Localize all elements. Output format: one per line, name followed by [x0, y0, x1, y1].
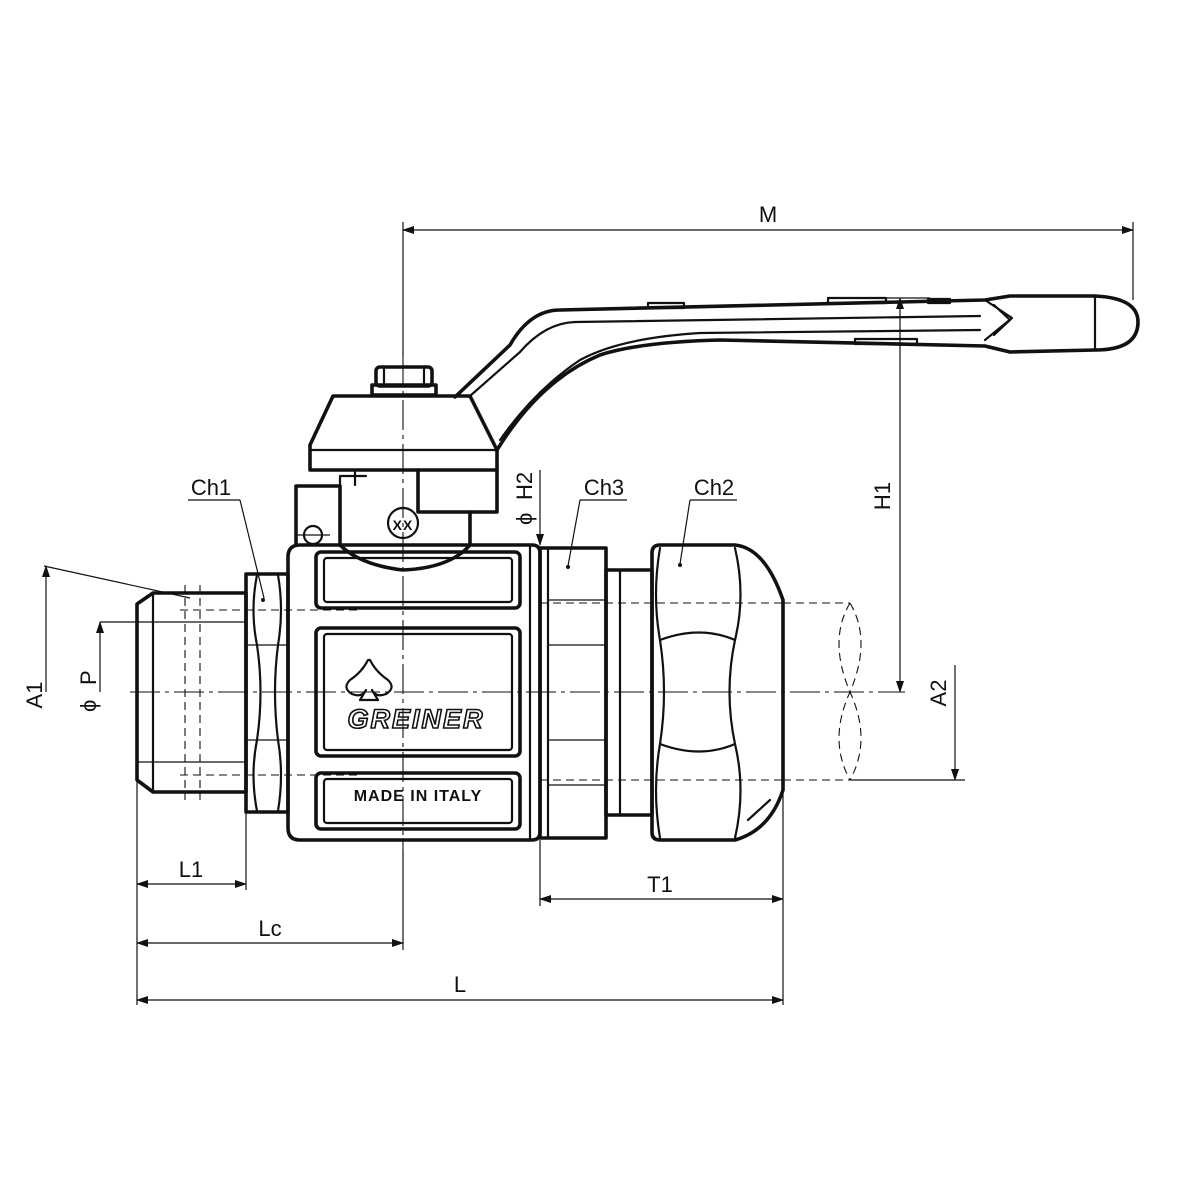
- dimension-m: M: [402, 202, 1134, 356]
- dimension-a2: A2: [850, 665, 965, 781]
- union-nut-ch2: [650, 543, 785, 842]
- label-l: L: [454, 972, 466, 997]
- dimension-lc: Lc: [136, 850, 404, 950]
- leader-ch3: Ch3: [567, 475, 627, 567]
- label-ch2: Ch2: [694, 475, 734, 500]
- dimension-h1: H1: [870, 297, 930, 693]
- valve-body: GREINER MADE IN ITALY: [286, 543, 542, 842]
- label-diameter-p-symbol: ϕ: [76, 700, 101, 712]
- stamp-text: XX: [393, 517, 414, 533]
- dimension-a1: A1: [22, 565, 191, 709]
- brand-name: GREINER: [347, 704, 484, 734]
- label-lc: Lc: [258, 916, 281, 941]
- bonnet: XX: [294, 474, 472, 572]
- label-p: P: [76, 670, 101, 685]
- label-h2: H2: [512, 472, 537, 500]
- spade-logo-icon: [345, 658, 393, 702]
- label-a1: A1: [22, 682, 47, 709]
- lever-handle: [453, 294, 1140, 452]
- leader-ch2: Ch2: [679, 475, 737, 565]
- dimension-l: L: [136, 972, 784, 1004]
- dimension-l1: L1: [136, 782, 247, 1005]
- dimension-h2: ϕ H2: [512, 470, 544, 546]
- pipe-hidden: [540, 602, 862, 781]
- hex-ch3: [538, 546, 608, 840]
- label-h1: H1: [870, 482, 895, 510]
- label-ch3: Ch3: [584, 475, 624, 500]
- made-in-italy: MADE IN ITALY: [354, 788, 483, 805]
- handle-hub: [308, 365, 499, 514]
- label-m: M: [759, 202, 777, 227]
- male-thread-end: [135, 585, 360, 800]
- label-diameter-h2-symbol: ϕ: [512, 513, 537, 525]
- label-t1: T1: [647, 872, 673, 897]
- label-a2: A2: [926, 680, 951, 707]
- label-ch1: Ch1: [191, 475, 231, 500]
- dimension-p: ϕ P: [76, 621, 137, 712]
- dimension-t1: T1: [539, 790, 784, 1005]
- leader-ch1: Ch1: [188, 475, 265, 599]
- label-l1: L1: [179, 857, 203, 882]
